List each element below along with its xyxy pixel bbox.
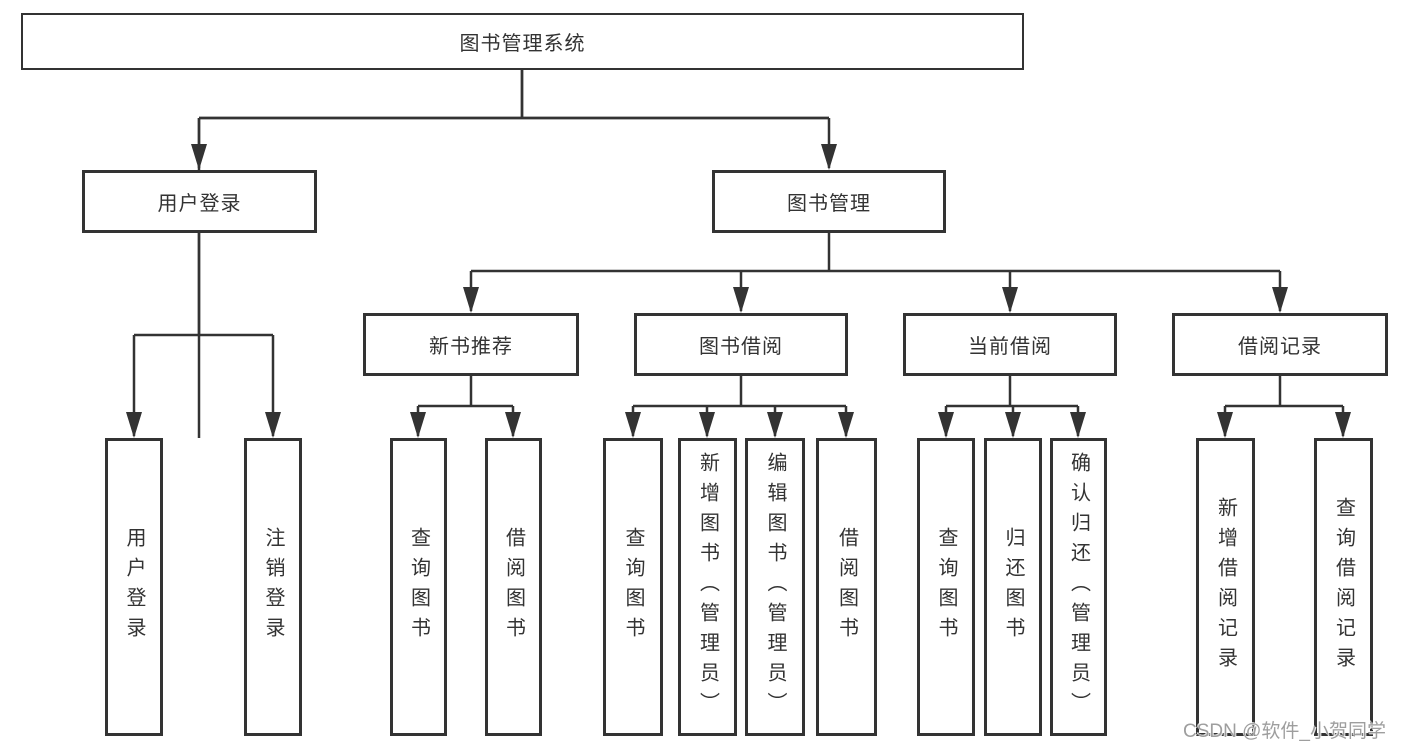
leaf-label: 新增图书（管理员） xyxy=(696,452,719,722)
leaf-logout: 注销登录 xyxy=(244,438,302,736)
leaf-query-borrow-record: 查询借阅记录 xyxy=(1314,438,1373,736)
node-label: 新书推荐 xyxy=(429,336,513,358)
leaf-edit-books-admin: 编辑图书（管理员） xyxy=(745,438,805,736)
leaf-add-borrow-record: 新增借阅记录 xyxy=(1196,438,1255,736)
node-book-borrowing: 图书借阅 xyxy=(634,313,848,376)
node-new-book-recommend: 新书推荐 xyxy=(363,313,579,376)
node-library-management-system: 图书管理系统 xyxy=(21,13,1024,70)
leaf-return-books: 归还图书 xyxy=(984,438,1042,736)
node-user-login-branch: 用户登录 xyxy=(82,170,317,233)
node-current-borrowing: 当前借阅 xyxy=(903,313,1117,376)
leaf-query-books-borrowing: 查询图书 xyxy=(603,438,663,736)
leaf-borrow-books: 借阅图书 xyxy=(816,438,877,736)
leaf-query-books-current: 查询图书 xyxy=(917,438,975,736)
csdn-watermark: CSDN @软件_小贺同学 xyxy=(1183,721,1386,742)
leaf-label: 查询图书 xyxy=(622,527,644,647)
leaf-borrow-books-recommend: 借阅图书 xyxy=(485,438,542,736)
leaf-query-books-recommend: 查询图书 xyxy=(390,438,447,736)
connector-groups-to-leaves xyxy=(416,376,1345,436)
leaf-label: 查询图书 xyxy=(935,527,957,647)
leaf-label: 用户登录 xyxy=(123,527,145,647)
connector-userlogin-to-leaves xyxy=(132,233,275,436)
leaf-label: 借阅图书 xyxy=(835,527,858,647)
arrowheads xyxy=(126,144,1351,438)
leaf-label: 编辑图书（管理员） xyxy=(764,452,786,722)
node-book-management-branch: 图书管理 xyxy=(712,170,946,233)
node-label: 用户登录 xyxy=(157,193,242,215)
leaf-label: 新增借阅记录 xyxy=(1214,497,1237,677)
leaf-label: 注销登录 xyxy=(262,527,284,647)
node-borrow-records: 借阅记录 xyxy=(1172,313,1388,376)
node-label: 图书借阅 xyxy=(699,336,783,358)
leaf-label: 归还图书 xyxy=(1002,527,1024,647)
node-label: 图书管理系统 xyxy=(459,33,586,55)
node-label: 当前借阅 xyxy=(968,336,1052,358)
connector-bookmgmt-to-level3 xyxy=(469,233,1282,311)
leaf-user-login: 用户登录 xyxy=(105,438,163,736)
leaf-add-books-admin: 新增图书（管理员） xyxy=(678,438,737,736)
leaf-label: 确认归还（管理员） xyxy=(1067,452,1090,722)
connector-root-to-level2 xyxy=(197,70,831,438)
node-label: 借阅记录 xyxy=(1238,336,1322,358)
node-label: 图书管理 xyxy=(787,193,871,215)
leaf-label: 借阅图书 xyxy=(502,527,525,647)
leaf-label: 查询借阅记录 xyxy=(1332,497,1355,677)
leaf-confirm-return-admin: 确认归还（管理员） xyxy=(1050,438,1107,736)
leaf-label: 查询图书 xyxy=(407,527,430,647)
